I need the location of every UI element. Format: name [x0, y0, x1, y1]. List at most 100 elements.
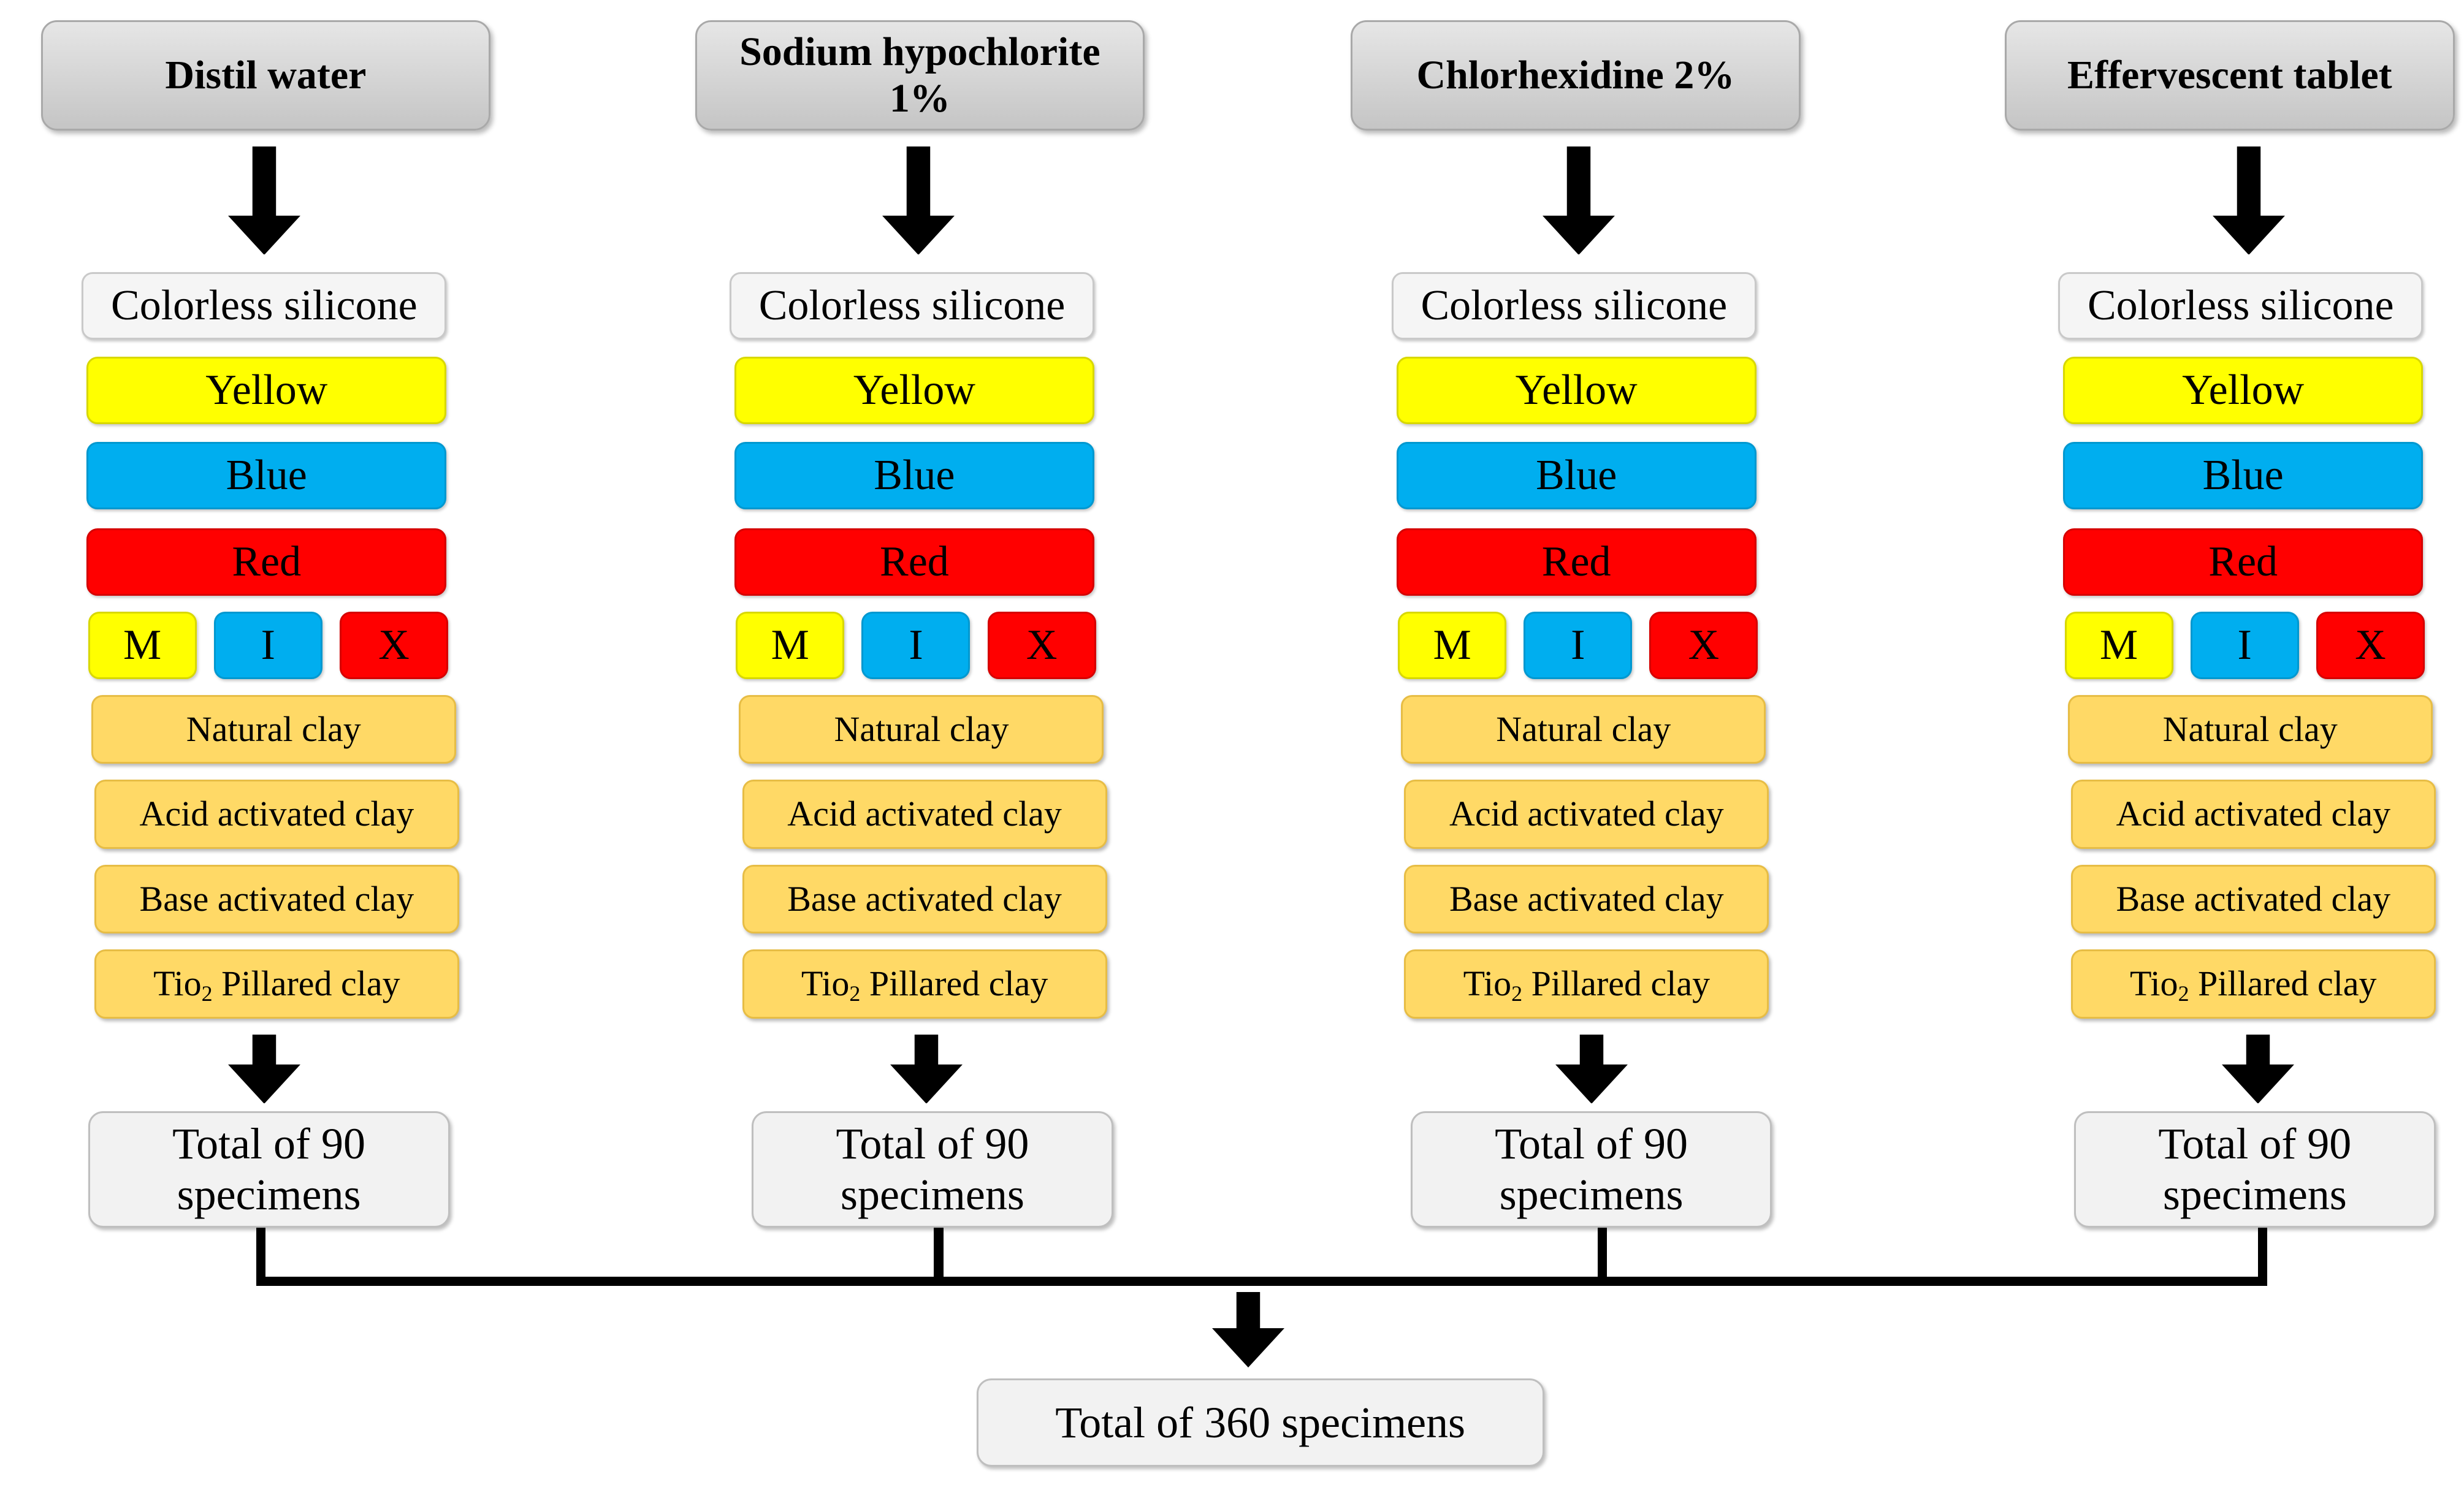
pigment-box-x: X — [987, 611, 1096, 679]
color-box-yellow: Yellow — [2062, 357, 2424, 425]
clay-label-tio2: Tio2 Pillared clay — [1463, 964, 1711, 1005]
connector-line — [934, 1228, 944, 1286]
total-line-2: specimens — [840, 1170, 1024, 1220]
pigment-box-m: M — [736, 611, 845, 679]
silicone-box: Colorless silicone — [1391, 272, 1756, 340]
solution-label: Sodium hypochlorite 1% — [739, 29, 1100, 121]
pigment-box-i: I — [861, 611, 971, 679]
solution-label: Chlorhexidine 2% — [1416, 53, 1735, 98]
color-box-yellow: Yellow — [1396, 357, 1756, 425]
pigment-label: I — [1571, 621, 1585, 669]
pigment-label: I — [909, 621, 923, 669]
down-arrow — [2212, 146, 2285, 255]
color-box-red: Red — [734, 528, 1095, 596]
pigment-box-i: I — [213, 611, 322, 679]
color-box-red: Red — [2062, 528, 2424, 596]
color-box-blue: Blue — [2062, 441, 2424, 509]
tio2-suffix: Pillared clay — [2189, 964, 2377, 1004]
color-label: Red — [880, 538, 949, 585]
silicone-box: Colorless silicone — [82, 272, 447, 340]
connector-line — [256, 1228, 266, 1286]
silicone-label: Colorless silicone — [758, 281, 1066, 329]
clay-box: Acid activated clay — [2070, 780, 2436, 849]
connector-line — [1597, 1228, 1608, 1286]
total-line-1: Total of 90 — [1495, 1119, 1688, 1169]
clay-box: Natural clay — [739, 694, 1104, 764]
clay-label: Acid activated clay — [787, 794, 1062, 834]
clay-box: Base activated clay — [94, 864, 459, 934]
solution-header: Chlorhexidine 2% — [1351, 20, 1801, 131]
pigment-label: I — [2237, 621, 2252, 669]
pigment-label: X — [378, 621, 410, 669]
pigment-label: M — [123, 621, 162, 669]
down-arrow — [227, 146, 300, 255]
clay-box: Base activated clay — [2070, 864, 2436, 934]
tio2-prefix: Tio — [153, 964, 202, 1004]
total-line-1: Total of 90 — [2158, 1119, 2352, 1169]
color-box-red: Red — [86, 528, 447, 596]
down-arrow — [1212, 1292, 1285, 1368]
pigment-box-x: X — [339, 611, 448, 679]
tio2-prefix: Tio — [1463, 964, 1512, 1004]
total-line-1: Total of 90 — [172, 1119, 366, 1169]
color-box-blue: Blue — [86, 441, 447, 509]
pigment-box-i: I — [1524, 611, 1633, 679]
pigment-box-m: M — [2064, 611, 2173, 679]
clay-box-tio2: Tio2 Pillared clay — [742, 949, 1107, 1019]
solution-label: Effervescent tablet — [2067, 53, 2392, 98]
silicone-label: Colorless silicone — [2087, 281, 2394, 329]
clay-box: Natural clay — [91, 694, 456, 764]
clay-label-tio2: Tio2 Pillared clay — [2130, 964, 2377, 1005]
clay-label: Natural clay — [834, 709, 1009, 749]
tio2-suffix: Pillared clay — [1522, 964, 1711, 1004]
clay-label: Natural clay — [186, 709, 361, 749]
color-label: Yellow — [853, 367, 975, 414]
tio2-subscript: 2 — [1511, 981, 1523, 1006]
pigment-label: X — [1026, 621, 1058, 669]
clay-box-tio2: Tio2 Pillared clay — [2070, 949, 2436, 1019]
grand-total-label: Total of 360 specimens — [1055, 1397, 1466, 1447]
color-label: Yellow — [205, 367, 328, 414]
color-label: Yellow — [2182, 367, 2305, 414]
color-label: Red — [232, 538, 302, 585]
down-arrow — [227, 1034, 300, 1104]
tio2-suffix: Pillared clay — [860, 964, 1048, 1004]
color-box-yellow: Yellow — [86, 357, 447, 425]
tio2-subscript: 2 — [2178, 981, 2189, 1006]
clay-label: Acid activated clay — [2116, 794, 2391, 834]
clay-label: Base activated clay — [1449, 878, 1724, 919]
total-line-2: specimens — [1499, 1170, 1684, 1220]
clay-label: Base activated clay — [139, 878, 414, 919]
grand-total-box: Total of 360 specimens — [976, 1378, 1544, 1467]
clay-label: Acid activated clay — [1449, 794, 1724, 834]
clay-box: Base activated clay — [742, 864, 1107, 934]
clay-label: Natural clay — [2162, 709, 2338, 749]
color-box-blue: Blue — [734, 441, 1095, 509]
clay-box: Natural clay — [1401, 694, 1766, 764]
color-box-blue: Blue — [1396, 441, 1756, 509]
clay-label: Acid activated clay — [139, 794, 414, 834]
pigment-box-x: X — [2316, 611, 2425, 679]
silicone-box: Colorless silicone — [2058, 272, 2424, 340]
connector-line — [256, 1276, 2268, 1286]
total-line-2: specimens — [2162, 1170, 2347, 1220]
down-arrow — [882, 146, 955, 255]
clay-box: Acid activated clay — [1404, 780, 1769, 849]
clay-box: Acid activated clay — [94, 780, 459, 849]
pigment-label: X — [2355, 621, 2386, 669]
clay-label: Base activated clay — [787, 878, 1062, 919]
down-arrow — [1555, 1034, 1628, 1104]
tio2-prefix: Tio — [2130, 964, 2178, 1004]
color-box-yellow: Yellow — [734, 357, 1095, 425]
tio2-prefix: Tio — [801, 964, 850, 1004]
pigment-box-m: M — [88, 611, 197, 679]
clay-label: Natural clay — [1496, 709, 1671, 749]
solution-header: Distil water — [40, 20, 491, 131]
clay-label-tio2: Tio2 Pillared clay — [153, 964, 400, 1005]
solution-label: Distil water — [165, 53, 367, 98]
